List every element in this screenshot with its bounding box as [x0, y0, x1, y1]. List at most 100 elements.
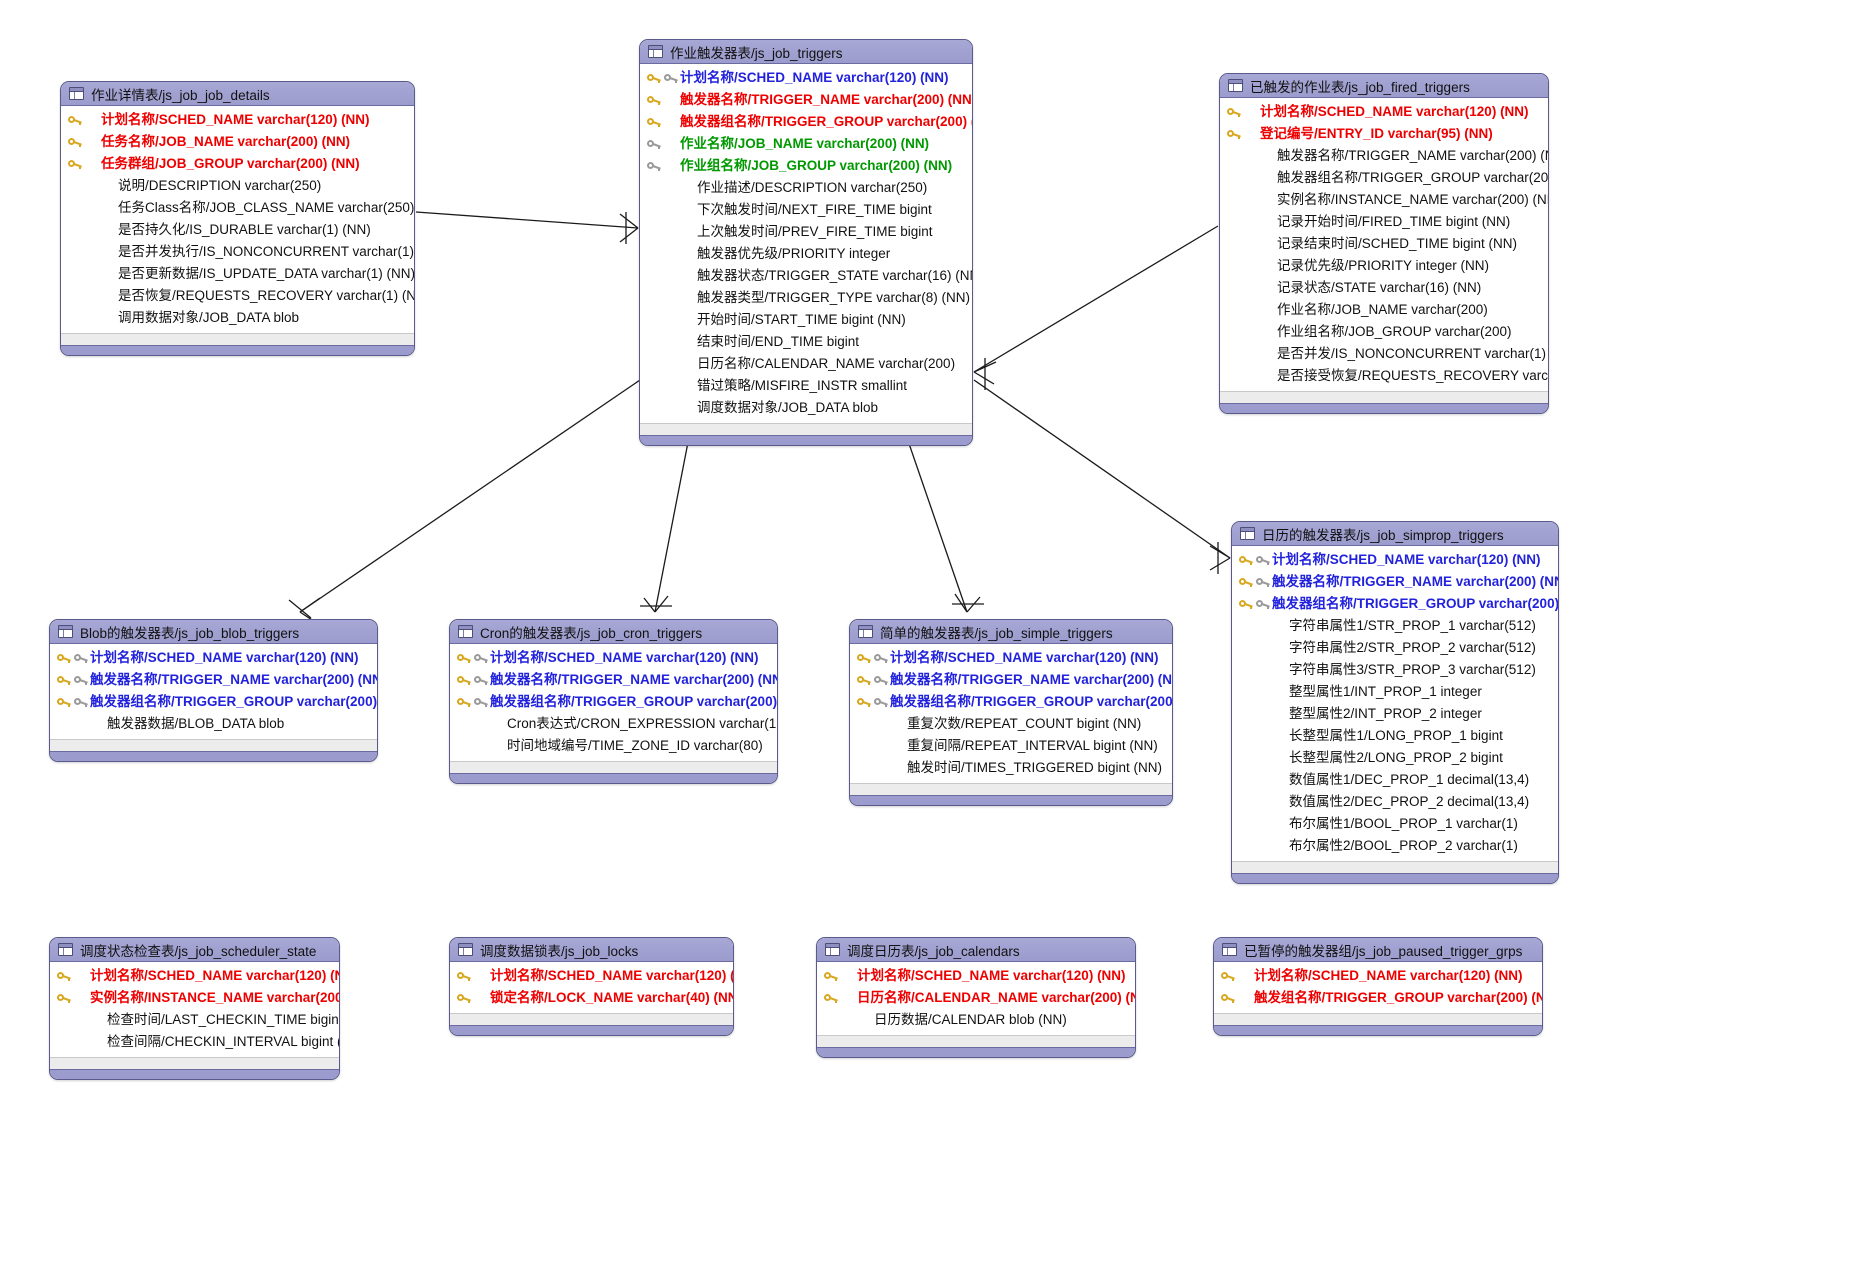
entity-field-row[interactable]: 日历数据/CALENDAR blob (NN) — [817, 1009, 1135, 1031]
entity-field-row[interactable]: 作业组名称/JOB_GROUP varchar(200) (NN) — [640, 155, 972, 177]
entity-field-row[interactable]: 是否更新数据/IS_UPDATE_DATA varchar(1) (NN) — [61, 263, 414, 285]
entity-field-row[interactable]: 触发器组名称/TRIGGER_GROUP varchar(200) (NN) — [50, 691, 377, 713]
entity-table-job_scheduler_state[interactable]: 调度状态检查表/js_job_scheduler_state 计划名称/SCHED… — [49, 937, 340, 1080]
entity-field-row[interactable]: 上次触发时间/PREV_FIRE_TIME bigint — [640, 221, 972, 243]
entity-field-row[interactable]: 计划名称/SCHED_NAME varchar(120) (NN) — [50, 965, 339, 987]
entity-field-row[interactable]: 重复次数/REPEAT_COUNT bigint (NN) — [850, 713, 1172, 735]
entity-field-row[interactable]: 是否恢复/REQUESTS_RECOVERY varchar(1) (NN) — [61, 285, 414, 307]
entity-field-row[interactable]: 计划名称/SCHED_NAME varchar(120) (NN) — [450, 965, 733, 987]
entity-field-row[interactable]: 触发器组名称/TRIGGER_GROUP varchar(200) (NN) — [1232, 593, 1558, 615]
entity-field-row[interactable]: 触发器组名称/TRIGGER_GROUP varchar(200) (NN) — [640, 111, 972, 133]
entity-field-row[interactable]: 记录状态/STATE varchar(16) (NN) — [1220, 277, 1548, 299]
entity-field-row[interactable]: 触发器类型/TRIGGER_TYPE varchar(8) (NN) — [640, 287, 972, 309]
entity-field-row[interactable]: 触发器名称/TRIGGER_NAME varchar(200) (NN) — [50, 669, 377, 691]
entity-field-row[interactable]: 触发时间/TIMES_TRIGGERED bigint (NN) — [850, 757, 1172, 779]
entity-field-row[interactable]: 整型属性2/INT_PROP_2 integer — [1232, 703, 1558, 725]
entity-header[interactable]: 已触发的作业表/js_job_fired_triggers — [1220, 74, 1548, 98]
entity-field-row[interactable]: 任务群组/JOB_GROUP varchar(200) (NN) — [61, 153, 414, 175]
entity-header[interactable]: 简单的触发器表/js_job_simple_triggers — [850, 620, 1172, 644]
entity-table-job_paused_trigger_grps[interactable]: 已暂停的触发器组/js_job_paused_trigger_grps 计划名称/… — [1213, 937, 1543, 1036]
entity-field-row[interactable]: 触发器组名称/TRIGGER_GROUP varchar(200) (NN) — [850, 691, 1172, 713]
entity-field-row[interactable]: 结束时间/END_TIME bigint — [640, 331, 972, 353]
entity-field-row[interactable]: 时间地域编号/TIME_ZONE_ID varchar(80) — [450, 735, 777, 757]
entity-field-row[interactable]: 错过策略/MISFIRE_INSTR smallint — [640, 375, 972, 397]
entity-field-row[interactable]: 是否并发/IS_NONCONCURRENT varchar(1) — [1220, 343, 1548, 365]
entity-field-row[interactable]: 实例名称/INSTANCE_NAME varchar(200) (NN) — [50, 987, 339, 1009]
entity-field-row[interactable]: 触发器名称/TRIGGER_NAME varchar(200) (NN) — [1232, 571, 1558, 593]
entity-field-row[interactable]: 日历名称/CALENDAR_NAME varchar(200) (NN) — [817, 987, 1135, 1009]
entity-field-row[interactable]: 计划名称/SCHED_NAME varchar(120) (NN) — [450, 647, 777, 669]
entity-field-row[interactable]: 说明/DESCRIPTION varchar(250) — [61, 175, 414, 197]
entity-table-job_triggers[interactable]: 作业触发器表/js_job_triggers 计划名称/SCHED_NAME va… — [639, 39, 973, 446]
entity-table-job_simprop_triggers[interactable]: 日历的触发器表/js_job_simprop_triggers 计划名称/SCHE… — [1231, 521, 1559, 884]
entity-field-row[interactable]: 锁定名称/LOCK_NAME varchar(40) (NN) — [450, 987, 733, 1009]
entity-field-row[interactable]: 触发器组名称/TRIGGER_GROUP varchar(200) (NN) — [450, 691, 777, 713]
entity-field-row[interactable]: 计划名称/SCHED_NAME varchar(120) (NN) — [1214, 965, 1542, 987]
entity-header[interactable]: 已暂停的触发器组/js_job_paused_trigger_grps — [1214, 938, 1542, 962]
entity-field-row[interactable]: 计划名称/SCHED_NAME varchar(120) (NN) — [61, 109, 414, 131]
entity-field-row[interactable]: 字符串属性3/STR_PROP_3 varchar(512) — [1232, 659, 1558, 681]
entity-field-row[interactable]: 数值属性1/DEC_PROP_1 decimal(13,4) — [1232, 769, 1558, 791]
entity-table-job_locks[interactable]: 调度数据锁表/js_job_locks 计划名称/SCHED_NAME varch… — [449, 937, 734, 1036]
entity-header[interactable]: 调度数据锁表/js_job_locks — [450, 938, 733, 962]
entity-field-row[interactable]: 重复间隔/REPEAT_INTERVAL bigint (NN) — [850, 735, 1172, 757]
entity-field-row[interactable]: 检查时间/LAST_CHECKIN_TIME bigint (NN) — [50, 1009, 339, 1031]
entity-field-row[interactable]: 计划名称/SCHED_NAME varchar(120) (NN) — [640, 67, 972, 89]
entity-field-row[interactable]: 记录结束时间/SCHED_TIME bigint (NN) — [1220, 233, 1548, 255]
entity-field-row[interactable]: 整型属性1/INT_PROP_1 integer — [1232, 681, 1558, 703]
entity-field-row[interactable]: 触发器优先级/PRIORITY integer — [640, 243, 972, 265]
entity-field-row[interactable]: 是否持久化/IS_DURABLE varchar(1) (NN) — [61, 219, 414, 241]
entity-field-row[interactable]: 字符串属性1/STR_PROP_1 varchar(512) — [1232, 615, 1558, 637]
entity-field-row[interactable]: 长整型属性2/LONG_PROP_2 bigint — [1232, 747, 1558, 769]
entity-header[interactable]: Blob的触发器表/js_job_blob_triggers — [50, 620, 377, 644]
entity-field-row[interactable]: 触发器组名称/TRIGGER_GROUP varchar(200) (NN) — [1220, 167, 1548, 189]
entity-field-row[interactable]: 计划名称/SCHED_NAME varchar(120) (NN) — [817, 965, 1135, 987]
entity-field-row[interactable]: 数值属性2/DEC_PROP_2 decimal(13,4) — [1232, 791, 1558, 813]
entity-field-row[interactable]: 记录开始时间/FIRED_TIME bigint (NN) — [1220, 211, 1548, 233]
entity-header[interactable]: 作业触发器表/js_job_triggers — [640, 40, 972, 64]
entity-field-row[interactable]: 调度数据对象/JOB_DATA blob — [640, 397, 972, 419]
entity-header[interactable]: 调度状态检查表/js_job_scheduler_state — [50, 938, 339, 962]
entity-field-row[interactable]: Cron表达式/CRON_EXPRESSION varchar(120) (NN… — [450, 713, 777, 735]
entity-table-job_blob_triggers[interactable]: Blob的触发器表/js_job_blob_triggers 计划名称/SCHED… — [49, 619, 378, 762]
entity-field-row[interactable]: 布尔属性2/BOOL_PROP_2 varchar(1) — [1232, 835, 1558, 857]
entity-field-row[interactable]: 登记编号/ENTRY_ID varchar(95) (NN) — [1220, 123, 1548, 145]
entity-field-row[interactable]: 计划名称/SCHED_NAME varchar(120) (NN) — [1232, 549, 1558, 571]
entity-field-row[interactable]: 触发器名称/TRIGGER_NAME varchar(200) (NN) — [450, 669, 777, 691]
entity-field-row[interactable]: 作业描述/DESCRIPTION varchar(250) — [640, 177, 972, 199]
entity-field-row[interactable]: 是否并发执行/IS_NONCONCURRENT varchar(1) (NN) — [61, 241, 414, 263]
entity-field-row[interactable]: 调用数据对象/JOB_DATA blob — [61, 307, 414, 329]
entity-field-row[interactable]: 日历名称/CALENDAR_NAME varchar(200) — [640, 353, 972, 375]
entity-header[interactable]: 作业详情表/js_job_job_details — [61, 82, 414, 106]
entity-field-row[interactable]: 字符串属性2/STR_PROP_2 varchar(512) — [1232, 637, 1558, 659]
entity-table-job_simple_triggers[interactable]: 简单的触发器表/js_job_simple_triggers 计划名称/SCHED… — [849, 619, 1173, 806]
entity-field-row[interactable]: 记录优先级/PRIORITY integer (NN) — [1220, 255, 1548, 277]
entity-field-row[interactable]: 长整型属性1/LONG_PROP_1 bigint — [1232, 725, 1558, 747]
entity-header[interactable]: 调度日历表/js_job_calendars — [817, 938, 1135, 962]
entity-table-job_calendars[interactable]: 调度日历表/js_job_calendars 计划名称/SCHED_NAME va… — [816, 937, 1136, 1058]
entity-field-row[interactable]: 计划名称/SCHED_NAME varchar(120) (NN) — [850, 647, 1172, 669]
entity-table-job_fired_triggers[interactable]: 已触发的作业表/js_job_fired_triggers 计划名称/SCHED_… — [1219, 73, 1549, 414]
entity-field-row[interactable]: 任务Class名称/JOB_CLASS_NAME varchar(250) (N… — [61, 197, 414, 219]
entity-field-row[interactable]: 触发器状态/TRIGGER_STATE varchar(16) (NN) — [640, 265, 972, 287]
entity-table-job_cron_triggers[interactable]: Cron的触发器表/js_job_cron_triggers 计划名称/SCHED… — [449, 619, 778, 784]
entity-field-row[interactable]: 触发器名称/TRIGGER_NAME varchar(200) (NN) — [640, 89, 972, 111]
entity-header[interactable]: 日历的触发器表/js_job_simprop_triggers — [1232, 522, 1558, 546]
entity-field-row[interactable]: 触发器名称/TRIGGER_NAME varchar(200) (NN) — [850, 669, 1172, 691]
entity-field-row[interactable]: 作业组名称/JOB_GROUP varchar(200) — [1220, 321, 1548, 343]
entity-field-row[interactable]: 触发组名称/TRIGGER_GROUP varchar(200) (NN) — [1214, 987, 1542, 1009]
entity-field-row[interactable]: 是否接受恢复/REQUESTS_RECOVERY varchar(1) — [1220, 365, 1548, 387]
entity-field-row[interactable]: 检查间隔/CHECKIN_INTERVAL bigint (NN) — [50, 1031, 339, 1053]
entity-field-row[interactable]: 开始时间/START_TIME bigint (NN) — [640, 309, 972, 331]
entity-field-row[interactable]: 触发器名称/TRIGGER_NAME varchar(200) (NN) — [1220, 145, 1548, 167]
entity-header[interactable]: Cron的触发器表/js_job_cron_triggers — [450, 620, 777, 644]
entity-field-row[interactable]: 布尔属性1/BOOL_PROP_1 varchar(1) — [1232, 813, 1558, 835]
entity-field-row[interactable]: 实例名称/INSTANCE_NAME varchar(200) (NN) — [1220, 189, 1548, 211]
entity-field-row[interactable]: 计划名称/SCHED_NAME varchar(120) (NN) — [50, 647, 377, 669]
entity-field-row[interactable]: 下次触发时间/NEXT_FIRE_TIME bigint — [640, 199, 972, 221]
entity-field-row[interactable]: 作业名称/JOB_NAME varchar(200) (NN) — [640, 133, 972, 155]
entity-field-row[interactable]: 任务名称/JOB_NAME varchar(200) (NN) — [61, 131, 414, 153]
entity-field-row[interactable]: 计划名称/SCHED_NAME varchar(120) (NN) — [1220, 101, 1548, 123]
entity-table-job_job_details[interactable]: 作业详情表/js_job_job_details 计划名称/SCHED_NAME … — [60, 81, 415, 356]
entity-field-row[interactable]: 触发器数据/BLOB_DATA blob — [50, 713, 377, 735]
